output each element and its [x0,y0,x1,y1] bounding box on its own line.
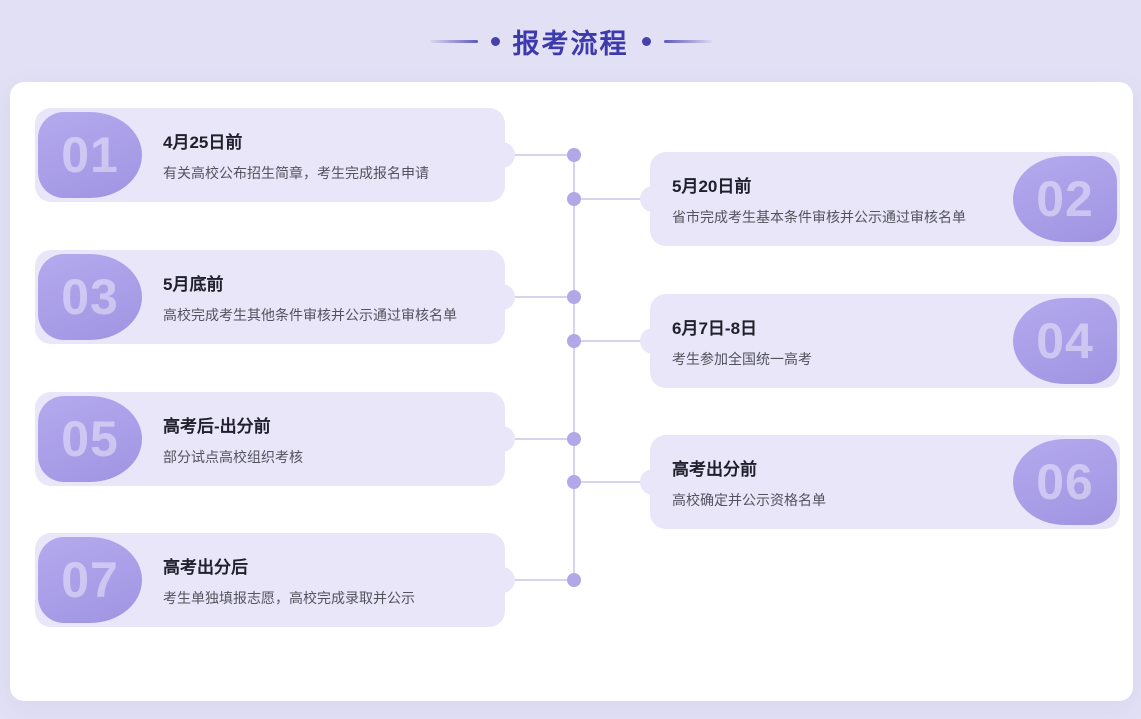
decor-line-right-icon [663,39,712,43]
step-description: 考生参加全国统一高考 [672,350,812,367]
step-number-badge: 05 [38,396,142,482]
step-number: 03 [61,269,119,325]
timeline-dot-icon [567,192,581,206]
step-card-1: 01 4月25日前 有关高校公布招生简章，考生完成报名申请 [35,108,505,202]
step-number-badge: 03 [38,254,142,340]
step-card-2: 02 5月20日前 省市完成考生基本条件审核并公示通过审核名单 [650,152,1120,246]
timeline-connector [574,481,651,483]
step-title: 4月25日前 [163,132,243,152]
timeline-connector [574,340,651,342]
step-card-4: 04 6月7日-8日 考生参加全国统一高考 [650,294,1120,388]
timeline-connector [505,154,574,156]
decor-line-left-icon [429,39,478,43]
step-number: 07 [61,552,119,608]
timeline-connector [505,296,574,298]
step-description: 高校完成考生其他条件审核并公示通过审核名单 [163,306,457,323]
timeline-dot-icon [567,334,581,348]
section-header: 报考流程 [0,0,1141,82]
page-title: 报考流程 [512,28,629,59]
timeline-line [573,155,575,580]
step-description: 有关高校公布招生简章，考生完成报名申请 [163,164,429,181]
step-number: 01 [61,127,119,183]
step-number-badge: 01 [38,112,142,198]
timeline-connector [505,579,574,581]
timeline-dot-icon [567,432,581,446]
step-description: 考生单独填报志愿，高校完成录取并公示 [163,589,415,606]
step-number-badge: 06 [1013,439,1117,525]
step-title: 6月7日-8日 [672,318,758,338]
step-number: 06 [1036,454,1094,510]
step-number-badge: 07 [38,537,142,623]
timeline-connector [505,438,574,440]
step-description: 省市完成考生基本条件审核并公示通过审核名单 [672,208,966,225]
step-number-badge: 02 [1013,156,1117,242]
step-card-7: 07 高考出分后 考生单独填报志愿，高校完成录取并公示 [35,533,505,627]
timeline-dot-icon [567,290,581,304]
step-description: 高校确定并公示资格名单 [672,491,826,508]
step-number-badge: 04 [1013,298,1117,384]
timeline-dot-icon [567,148,581,162]
step-title: 5月底前 [163,274,224,294]
step-card-3: 03 5月底前 高校完成考生其他条件审核并公示通过审核名单 [35,250,505,344]
step-title: 5月20日前 [672,176,752,196]
decor-dot-left-icon [490,36,500,46]
step-description: 部分试点高校组织考核 [163,448,303,465]
timeline-dot-icon [567,573,581,587]
step-card-6: 06 高考出分前 高校确定并公示资格名单 [650,435,1120,529]
step-number: 04 [1036,313,1094,369]
step-card-5: 05 高考后-出分前 部分试点高校组织考核 [35,392,505,486]
step-title: 高考出分后 [163,557,248,577]
step-title: 高考后-出分前 [163,416,271,436]
timeline-connector [574,198,651,200]
step-number: 02 [1036,171,1094,227]
step-title: 高考出分前 [672,459,757,479]
timeline-dot-icon [567,475,581,489]
step-number: 05 [61,411,119,467]
decor-dot-right-icon [641,36,651,46]
